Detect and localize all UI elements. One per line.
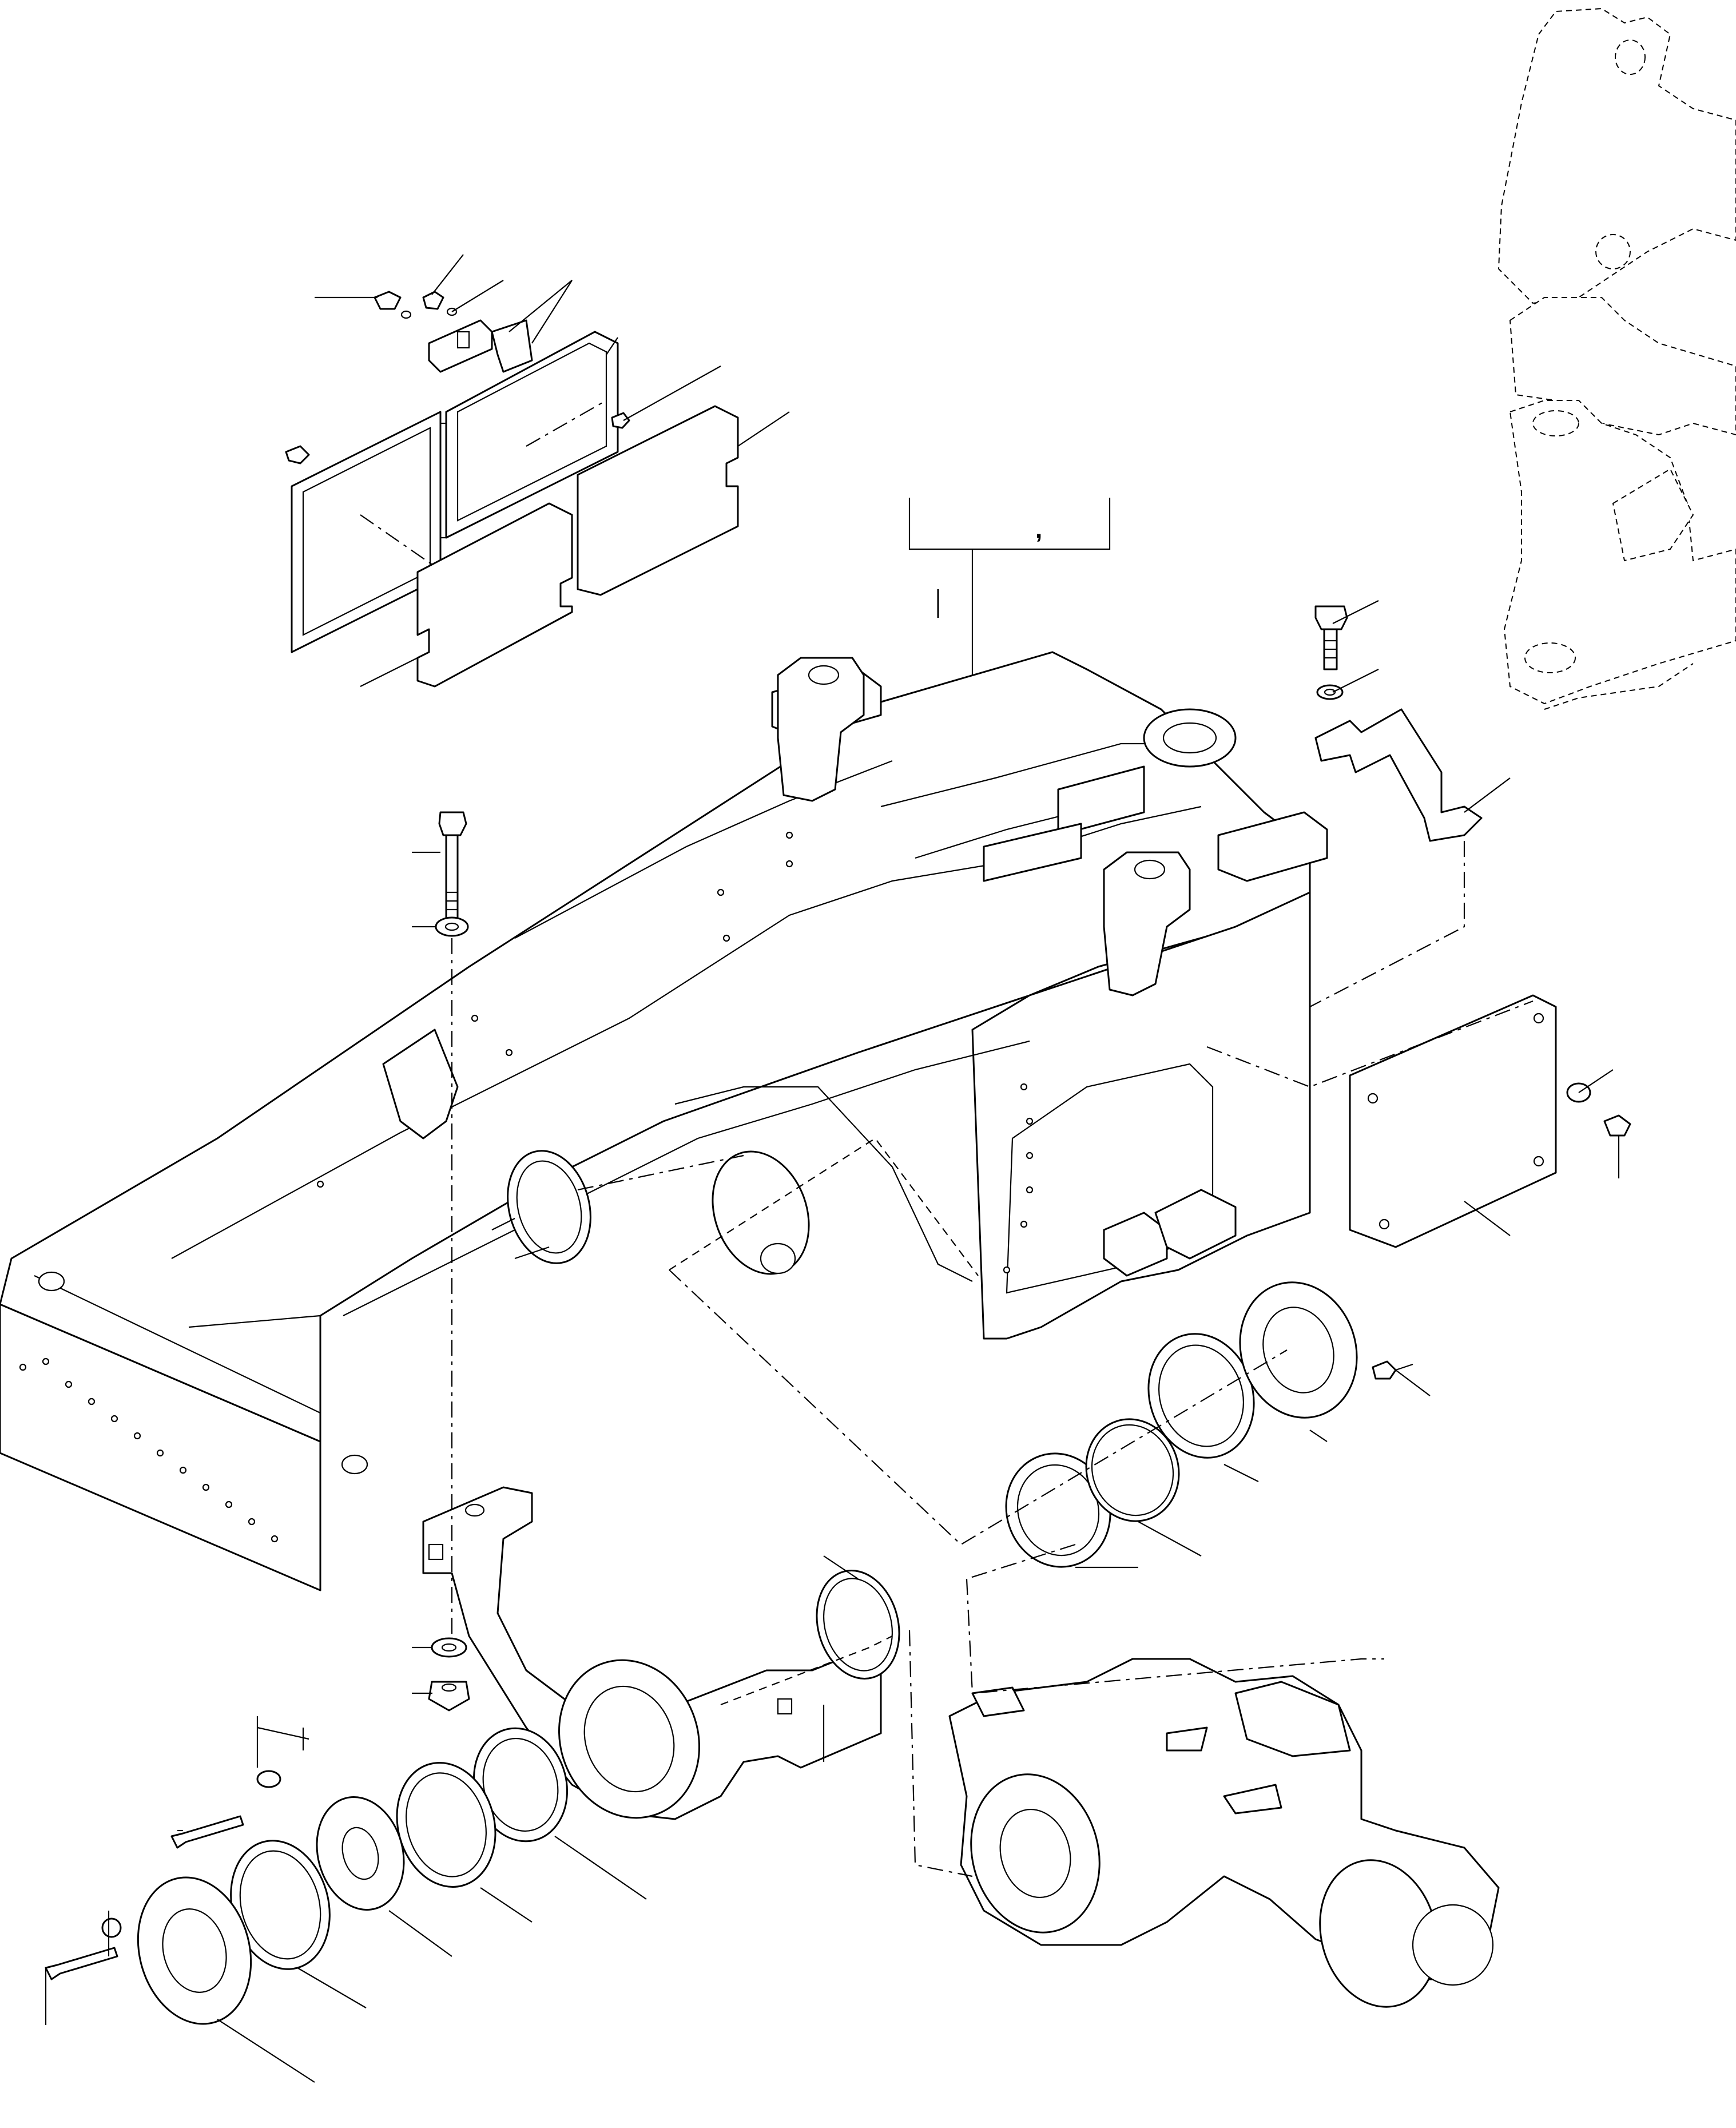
axle-assembly bbox=[948, 1658, 1500, 2008]
assembly-lines bbox=[451, 841, 1534, 1877]
bearing-stack-right bbox=[1005, 1281, 1413, 1568]
cover-pad-front bbox=[416, 502, 573, 688]
main-chassis-frame bbox=[0, 589, 1328, 1591]
leader-lines bbox=[45, 254, 1620, 2083]
frame-hole-pattern bbox=[19, 831, 1034, 1543]
screw-icon bbox=[285, 291, 630, 464]
front-tower bbox=[777, 657, 865, 802]
reference-label: , bbox=[1035, 515, 1042, 543]
gusset-plate bbox=[382, 1029, 459, 1140]
ghost-upper-frame bbox=[1497, 7, 1736, 710]
bushing-ring-left bbox=[507, 1150, 591, 1264]
bearing-stack-left bbox=[45, 1727, 568, 2025]
pivot-ring bbox=[712, 1150, 810, 1275]
cover-pad-rear bbox=[577, 405, 739, 596]
reference-bracket: , bbox=[908, 498, 1111, 675]
seal-ring bbox=[816, 1570, 900, 1680]
vertical-bolt bbox=[435, 811, 469, 937]
rear-tower bbox=[1103, 851, 1191, 996]
bolt-top-right bbox=[1314, 605, 1483, 842]
cover-plate-group bbox=[285, 291, 739, 688]
inspection-plate bbox=[1349, 994, 1631, 1248]
strap-bracket bbox=[1314, 708, 1483, 842]
latch-bracket bbox=[428, 319, 493, 373]
mount-pad-right bbox=[1217, 811, 1328, 882]
cover-frame-right bbox=[445, 331, 619, 539]
